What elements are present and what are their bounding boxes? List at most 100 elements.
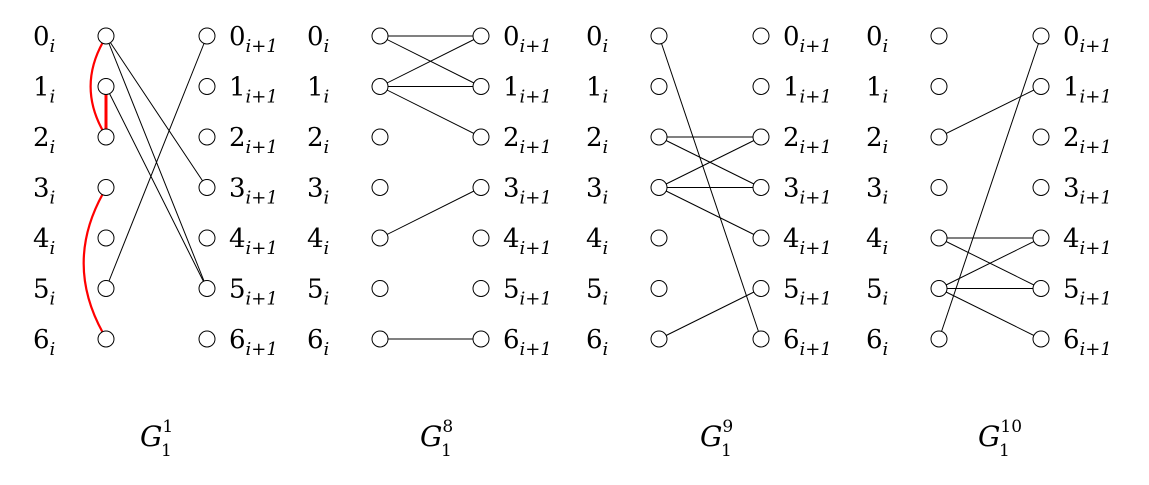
left-node [371,280,389,297]
label-main: 6 [33,325,50,355]
left-node [650,280,668,297]
label-main: 1 [586,73,603,103]
edge [938,288,1042,340]
label-subscript: i [50,36,56,57]
title-superscript: 1 [162,417,173,437]
label-subscript: i+1 [246,289,278,310]
edge [658,187,762,239]
label-subscript: i+1 [800,339,832,360]
right-node-label: 1i+1 [1063,73,1112,108]
left-node [930,330,948,348]
label-subscript: i [603,238,609,259]
label-main: 0 [503,22,520,52]
label-main: 5 [586,275,603,305]
right-node [1032,229,1050,247]
left-node-label: 2i [586,123,608,158]
label-subscript: i+1 [1080,87,1112,108]
label-main: 1 [866,73,883,103]
label-main: 6 [783,325,800,355]
left-node [371,128,389,146]
left-node [97,128,115,146]
right-node [1032,179,1050,196]
label-main: 1 [1063,73,1080,103]
right-node-label: 5i+1 [503,275,552,310]
right-node-label: 6i+1 [229,325,278,360]
left-node [930,128,948,146]
label-main: 5 [503,275,520,305]
left-node-label: 2i [33,123,55,158]
label-subscript: i+1 [1080,137,1112,158]
left-node-label: 6i [307,325,329,360]
title-superscript: 10 [1000,417,1022,437]
right-node [1032,128,1050,146]
right-node-label: 3i+1 [229,174,278,209]
right-node [752,280,770,297]
highlight-curve-edge [82,192,104,334]
edge [938,86,1042,138]
label-main: 4 [229,224,246,254]
left-node-label: 5i [866,275,888,310]
label-main: 3 [229,174,246,204]
right-node [198,330,216,348]
title-base: G [700,420,722,453]
edge [938,237,1042,289]
label-main: 2 [33,123,50,153]
label-subscript: i+1 [246,36,278,57]
label-main: 4 [783,224,800,254]
right-node [472,330,490,348]
edge [379,187,482,239]
label-main: 5 [866,275,883,305]
right-node [472,229,490,247]
label-subscript: i [50,238,56,259]
right-node-label: 4i+1 [503,224,552,259]
label-main: 1 [33,73,50,103]
left-node [650,128,668,146]
left-node-label: 2i [866,123,888,158]
label-subscript: i+1 [800,188,832,209]
right-node [1032,27,1050,45]
label-subscript: i [883,87,889,108]
left-node-label: 5i [307,275,329,310]
label-subscript: i [883,36,889,57]
edge [105,86,208,289]
label-subscript: i+1 [1080,36,1112,57]
left-node [650,229,668,247]
left-node-label: 1i [307,73,329,108]
label-subscript: i+1 [800,238,832,259]
label-subscript: i [603,289,609,310]
label-subscript: i [50,339,56,360]
right-node-label: 3i+1 [503,174,552,209]
label-subscript: i [50,87,56,108]
left-node-label: 5i [586,275,608,310]
right-node-label: 4i+1 [1063,224,1112,259]
right-node [198,179,216,196]
label-main: 6 [1063,325,1080,355]
left-node-label: 3i [586,174,608,209]
left-node [97,229,115,247]
label-subscript: i+1 [246,137,278,158]
label-subscript: i+1 [800,137,832,158]
title-subscript: 1 [161,441,172,461]
label-main: 1 [783,73,800,103]
label-main: 0 [229,22,246,52]
label-main: 6 [866,325,883,355]
label-main: 4 [503,224,520,254]
right-node-label: 3i+1 [1063,174,1112,209]
right-node [752,179,770,196]
label-main: 2 [503,123,520,153]
label-main: 4 [33,224,50,254]
left-node-label: 5i [33,275,55,310]
left-node [650,330,668,348]
right-node [198,27,216,45]
label-main: 3 [586,174,603,204]
right-node-label: 1i+1 [229,73,278,108]
title-subscript: 1 [441,441,452,461]
right-node-label: 2i+1 [229,123,278,158]
left-node-label: 0i [307,22,329,57]
left-node-label: 0i [586,22,608,57]
right-node-label: 5i+1 [783,275,832,310]
title-subscript: 1 [721,441,732,461]
